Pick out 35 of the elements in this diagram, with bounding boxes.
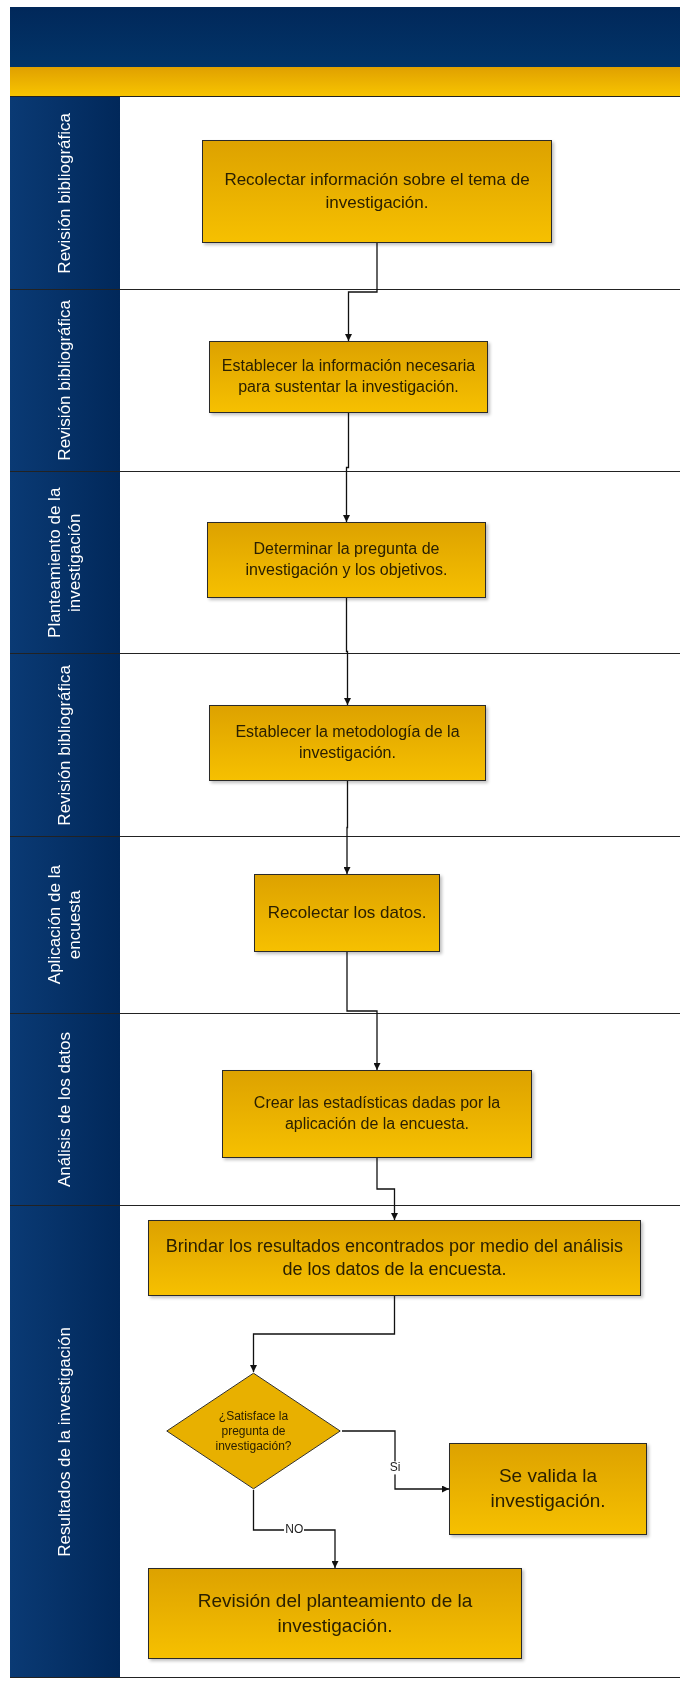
process-box: Crear las estadísticas dadas por la aplicación de la encuesta. bbox=[222, 1070, 532, 1158]
arrow bbox=[376, 1157, 398, 1221]
swimlane bbox=[10, 1014, 680, 1206]
process-box: Revisión del planteamiento de la investigación. bbox=[148, 1568, 522, 1659]
process-box: Establecer la información necesaria para sustentar la investigación. bbox=[209, 341, 488, 413]
arrow bbox=[343, 780, 351, 875]
process-box: Determinar la pregunta de investigación y los objetivos. bbox=[207, 522, 486, 598]
lane-label: Resultados de la investigación bbox=[54, 1326, 75, 1557]
process-box: Recolectar los datos. bbox=[254, 874, 440, 952]
arrow bbox=[343, 412, 350, 523]
arrow bbox=[252, 1489, 339, 1569]
lane-label: Aplicación de la encuesta bbox=[44, 864, 85, 987]
lane-label: Análisis de los datos bbox=[54, 1032, 75, 1187]
lane-label: Revisión bibliográfica bbox=[54, 112, 75, 274]
process-box: Se valida la investigación. bbox=[449, 1443, 647, 1535]
process-box: Recolectar información sobre el tema de investigación. bbox=[202, 140, 552, 243]
process-box: Establecer la metodología de la investigación. bbox=[209, 705, 486, 781]
swimlane bbox=[10, 290, 680, 472]
swimlane bbox=[10, 1206, 680, 1678]
swimlane bbox=[10, 97, 680, 290]
decision-diamond bbox=[165, 1372, 342, 1490]
lane-label: Planteamiento de la investigación bbox=[44, 486, 85, 640]
decision-question: ¿Satisface la pregunta de investigación? bbox=[214, 1407, 293, 1455]
lane-label: Revisión bibliográfica bbox=[54, 300, 75, 461]
process-box: Brindar los resultados encontrados por medio del análisis de los datos de la encuesta. bbox=[148, 1220, 641, 1296]
lane-label: Revisión bibliográfica bbox=[54, 664, 75, 826]
arrow bbox=[341, 1430, 450, 1493]
arrow bbox=[346, 951, 381, 1071]
swimlane bbox=[10, 837, 680, 1014]
swimlane bbox=[10, 472, 680, 654]
arrow bbox=[250, 1295, 396, 1373]
arrow bbox=[344, 597, 351, 706]
edge-label: Si bbox=[388, 1461, 402, 1475]
arrow bbox=[345, 242, 378, 342]
swimlane bbox=[10, 654, 680, 837]
